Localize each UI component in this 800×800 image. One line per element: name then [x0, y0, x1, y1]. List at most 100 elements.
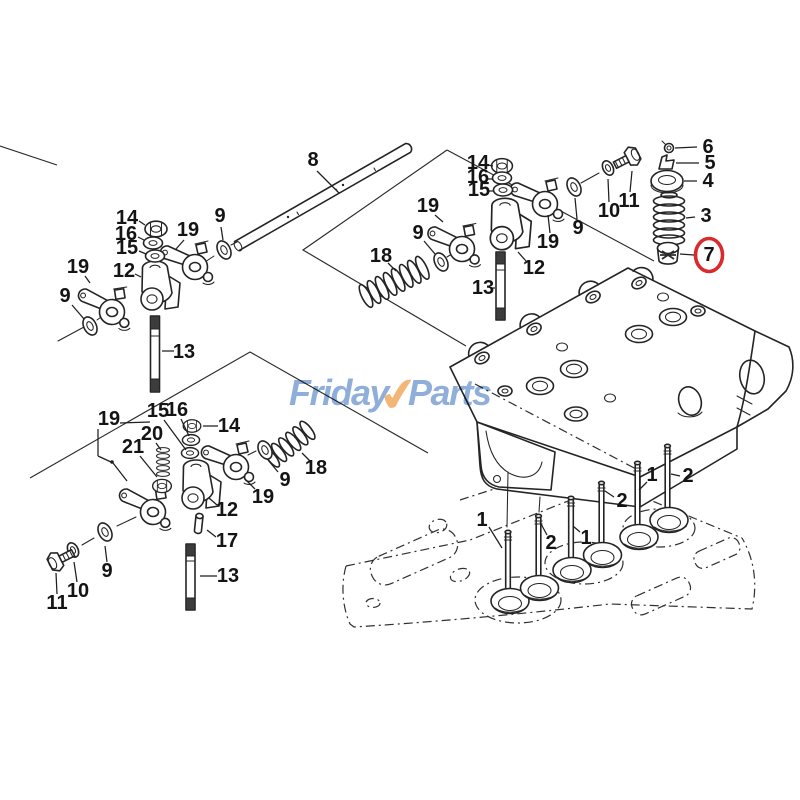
callout-leader-line — [316, 170, 340, 194]
callout-leader-line — [674, 146, 698, 149]
part-number-label-1: 1 — [646, 464, 657, 486]
callout-leader-line — [685, 216, 696, 219]
valve-parts-column — [650, 140, 686, 265]
callout-leader-line — [97, 455, 112, 463]
valve-spring-3 — [652, 191, 686, 246]
callout-leader-line — [638, 481, 648, 491]
spring-retainer-4 — [650, 169, 684, 194]
part-number-label-12: 12 — [113, 260, 135, 282]
callout-leader-line — [574, 197, 578, 220]
callout-leader-line — [138, 220, 146, 226]
part-number-label-14: 14 — [218, 415, 241, 437]
rocker-shaft — [233, 142, 413, 252]
callout-leader-line — [73, 561, 78, 583]
callout-leader-line — [539, 521, 548, 536]
part-number-label-9: 9 — [572, 217, 583, 239]
part-number-label-3: 3 — [700, 205, 711, 227]
part-number-label-11: 11 — [46, 592, 67, 614]
callout-leader-line — [679, 253, 695, 256]
callout-leader-line — [139, 455, 158, 478]
part-number-label-20: 20 — [141, 423, 163, 445]
callout-leader-line — [206, 529, 217, 538]
part-number-label-19: 19 — [67, 256, 89, 278]
callout-leader-line — [55, 572, 58, 595]
part-number-label-15: 15 — [147, 400, 169, 422]
part-number-label-1: 1 — [476, 509, 487, 531]
callout-leader-line — [604, 490, 615, 498]
part-number-label-10: 10 — [598, 200, 620, 222]
part-number-label-14: 14 — [467, 152, 490, 174]
part-number-label-13: 13 — [217, 565, 239, 587]
part-number-label-19: 19 — [252, 486, 274, 508]
part-number-label-8: 8 — [307, 149, 318, 171]
callout-leader-line — [267, 459, 279, 473]
part-number-label-5: 5 — [704, 152, 715, 174]
part-number-label-17: 17 — [216, 530, 238, 552]
valve-spring-18 — [358, 255, 430, 309]
callout-leader-line — [104, 545, 108, 563]
callout-leader-line — [434, 214, 444, 223]
callout-leader-line — [220, 226, 224, 241]
part-number-label-13: 13 — [173, 341, 195, 363]
spring-20 — [155, 447, 171, 477]
part-number-label-9: 9 — [214, 205, 225, 227]
callout-leader-line — [163, 419, 187, 451]
valve — [649, 443, 689, 534]
part-number-label-2: 2 — [616, 490, 627, 512]
callout-leader-line — [244, 478, 256, 490]
part-number-label-9: 9 — [59, 285, 70, 307]
part-number-label-7: 7 — [703, 244, 714, 266]
callout-leader-line — [387, 262, 397, 272]
part-number-label-21: 21 — [122, 436, 144, 458]
part-number-label-6: 6 — [702, 136, 713, 158]
part-number-label-9: 9 — [279, 469, 290, 491]
part-number-label-19: 19 — [177, 219, 199, 241]
part-number-label-9: 9 — [101, 560, 112, 582]
highlight-circle — [693, 236, 725, 274]
callout-leader-line — [670, 473, 681, 477]
callout-leader-line — [423, 240, 436, 255]
part-number-label-19: 19 — [98, 408, 120, 430]
callout-leader-line — [572, 525, 581, 533]
callout-leader-line — [137, 236, 145, 241]
part-number-label-9: 9 — [412, 222, 423, 244]
valve — [490, 529, 530, 615]
part-number-label-13: 13 — [472, 277, 494, 299]
callout-leader-line — [208, 497, 218, 506]
part-number-label-15: 15 — [468, 179, 490, 201]
callout-leader-line — [180, 418, 190, 437]
valve — [552, 495, 592, 584]
callout-leader-line — [175, 239, 185, 250]
valve-collet-5 — [658, 154, 675, 170]
part-number-label-2: 2 — [682, 465, 693, 487]
callout-leader-line — [155, 442, 162, 451]
callout-leader-line — [119, 421, 151, 424]
callout-leader-line — [629, 170, 633, 193]
callout-leader-line — [607, 178, 610, 203]
valve — [619, 460, 659, 551]
callout-leader-line — [112, 462, 128, 482]
valve-stem-seal-7 — [656, 241, 680, 265]
part-number-label-2: 2 — [545, 532, 556, 554]
callout-leader-line — [488, 526, 503, 549]
part-number-label-16: 16 — [166, 399, 188, 421]
part-number-label-15: 15 — [116, 237, 138, 259]
callout-leader-line — [301, 452, 311, 462]
part-number-label-14: 14 — [116, 207, 139, 229]
callout-leader-line — [487, 164, 494, 167]
part-number-label-16: 16 — [115, 223, 137, 245]
callout-leader-line — [138, 250, 147, 255]
part-number-label-18: 18 — [370, 245, 392, 267]
part-number-label-12: 12 — [523, 257, 545, 279]
part-number-label-19: 19 — [537, 231, 559, 253]
part-number-label-1: 1 — [580, 527, 591, 549]
valve-keeper-6 — [663, 142, 675, 154]
callout-leader-line — [517, 251, 527, 262]
callout-leader-line — [84, 275, 91, 284]
part-number-label-4: 4 — [702, 170, 714, 192]
callout-leader-line — [547, 214, 551, 234]
cylinder-head — [449, 266, 794, 528]
part-number-label-18: 18 — [305, 457, 327, 479]
